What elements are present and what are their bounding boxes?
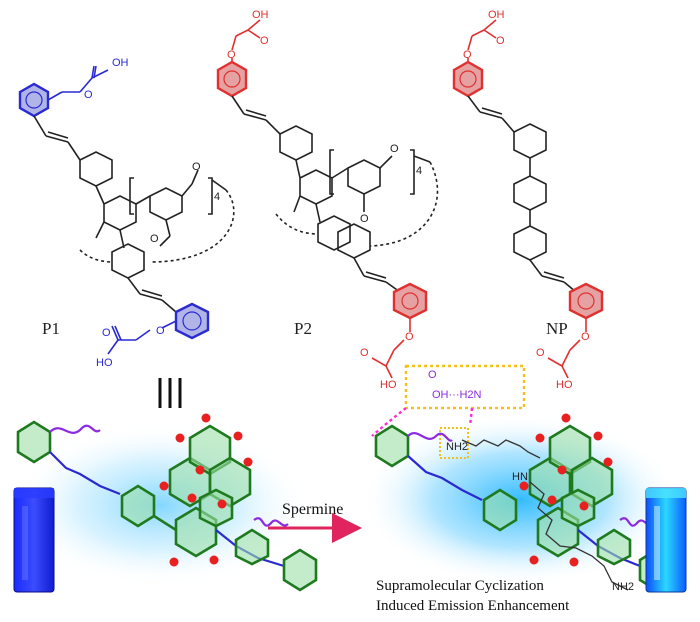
label-p2: P2 [294, 319, 312, 338]
vial-icon [13, 487, 55, 593]
p1-aggregate-oxygens [159, 413, 253, 567]
arrow-label-spermine: Spermine [282, 501, 343, 518]
np-o-carbonyl-top: O [496, 35, 505, 47]
callout-o: O [428, 369, 437, 381]
p2-top-phenyl [216, 60, 248, 98]
p2-o-ether-bottom: O [405, 331, 414, 343]
p1-oh-top: OH [112, 57, 129, 69]
p2-oh-top: OH [252, 9, 269, 21]
interaction-callout-box [404, 364, 526, 410]
emission-glow-weak [10, 423, 310, 587]
p1-o-acid: O [102, 327, 111, 339]
np-bottom-phenyl [568, 282, 604, 320]
np-oh-top: OH [488, 9, 505, 21]
p1-aggregate-cartoon [16, 420, 318, 592]
molecule-p2 [216, 19, 439, 379]
callout-interaction: OH···H2N [432, 389, 482, 401]
p2-o-methoxy-1: O [390, 143, 399, 155]
molecule-np [452, 19, 604, 379]
p2-o-methoxy-2: O [360, 213, 369, 225]
spermine-nh2-bottom: NH2 [612, 581, 634, 593]
p1-o-top: O [84, 89, 93, 101]
p2-bottom-phenyl [392, 282, 428, 320]
label-p1: P1 [42, 319, 60, 338]
p2-ho-bottom: HO [380, 379, 397, 391]
interaction-site-box [439, 427, 469, 459]
np-o-ether-bottom: O [581, 331, 590, 343]
caption-line-1: Supramolecular Cyclization [376, 578, 544, 594]
np-o-ether-top: O [463, 49, 472, 61]
p2-spermine-complex-cartoon [374, 424, 674, 592]
molecule-p1 [18, 65, 235, 355]
callout-leader-left [371, 407, 407, 437]
label-np: NP [546, 319, 568, 338]
p2-o-carbonyl-top: O [260, 35, 269, 47]
np-top-phenyl [452, 60, 484, 98]
p2-o-carbonyl-bottom: O [360, 347, 369, 359]
p2-o-ether-top: O [227, 49, 236, 61]
p1-repeat-4: 4 [214, 191, 220, 203]
p1-o-methoxy-2: O [150, 233, 159, 245]
np-ho-bottom: HO [556, 379, 573, 391]
caption-line-2: Induced Emission Enhancement [376, 598, 570, 614]
equivalence-icon [158, 378, 182, 408]
p2-repeat-4: 4 [416, 165, 422, 177]
spermine-nh2-top: NH2 [446, 441, 468, 453]
p1-o-methoxy-1: O [192, 161, 201, 173]
np-o-carbonyl-bottom: O [536, 347, 545, 359]
p2-complex-oxygens [519, 413, 613, 567]
vial-icon-glowing [645, 487, 687, 593]
spermine-hn: HN [512, 471, 528, 483]
p1-top-phenyl [18, 82, 50, 118]
p1-ho-bottom: HO [96, 357, 113, 369]
spermine-chain [461, 439, 629, 591]
p1-bottom-phenyl [174, 302, 210, 340]
p1-o-bottom: O [156, 325, 165, 337]
